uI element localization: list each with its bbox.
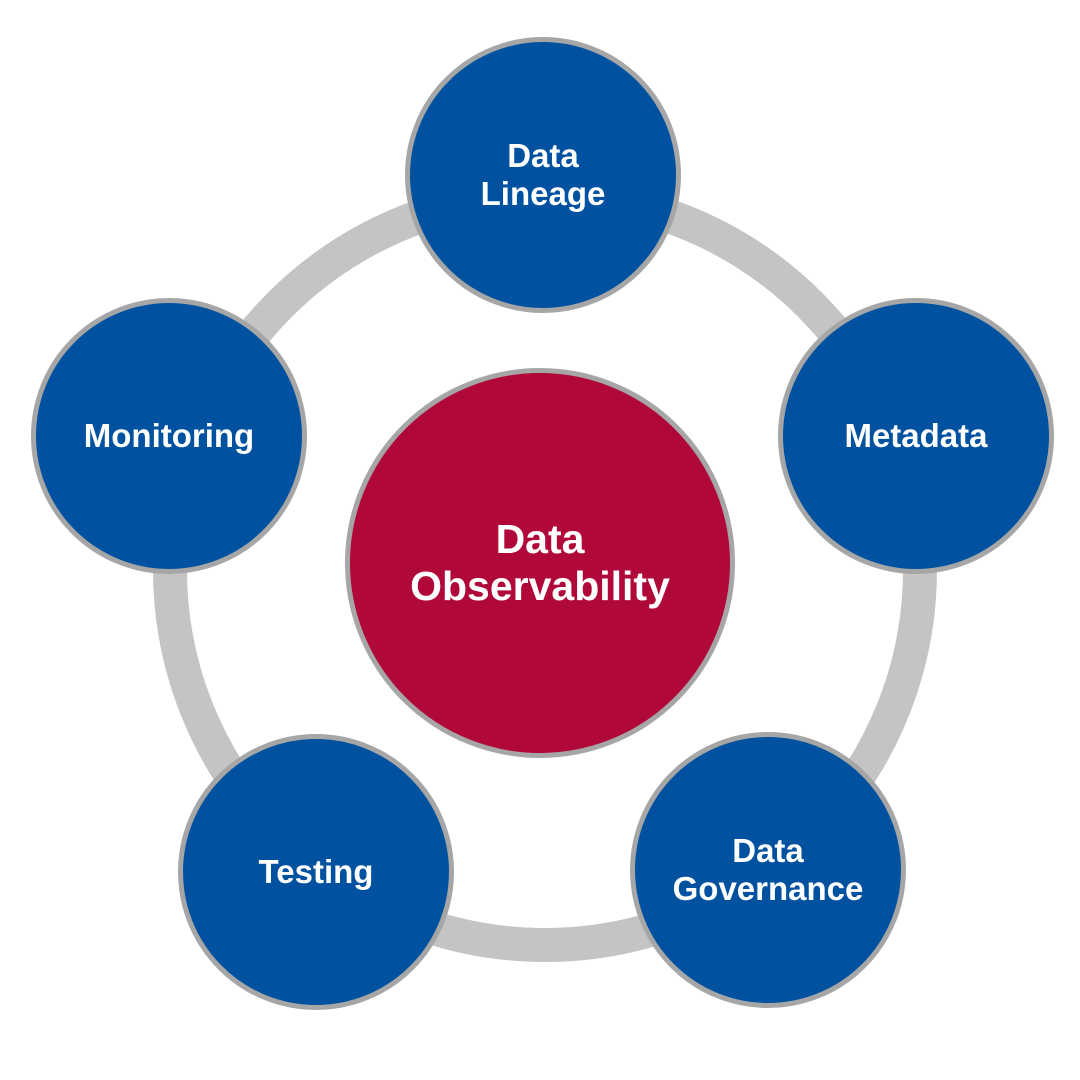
node-label-testing: Testing bbox=[258, 853, 374, 891]
node-data-lineage: Data Lineage bbox=[405, 37, 681, 313]
node-label-metadata: Metadata bbox=[844, 417, 988, 455]
node-data-governance: Data Governance bbox=[630, 732, 906, 1008]
node-label-data-governance: Data Governance bbox=[672, 832, 864, 907]
node-label-monitoring: Monitoring bbox=[83, 417, 255, 455]
node-label-data-lineage: Data Lineage bbox=[480, 137, 606, 212]
center-node-label: Data Observability bbox=[410, 515, 670, 609]
node-testing: Testing bbox=[178, 734, 454, 1010]
node-metadata: Metadata bbox=[778, 298, 1054, 574]
node-monitoring: Monitoring bbox=[31, 298, 307, 574]
center-node-data-observability: Data Observability bbox=[345, 368, 735, 758]
